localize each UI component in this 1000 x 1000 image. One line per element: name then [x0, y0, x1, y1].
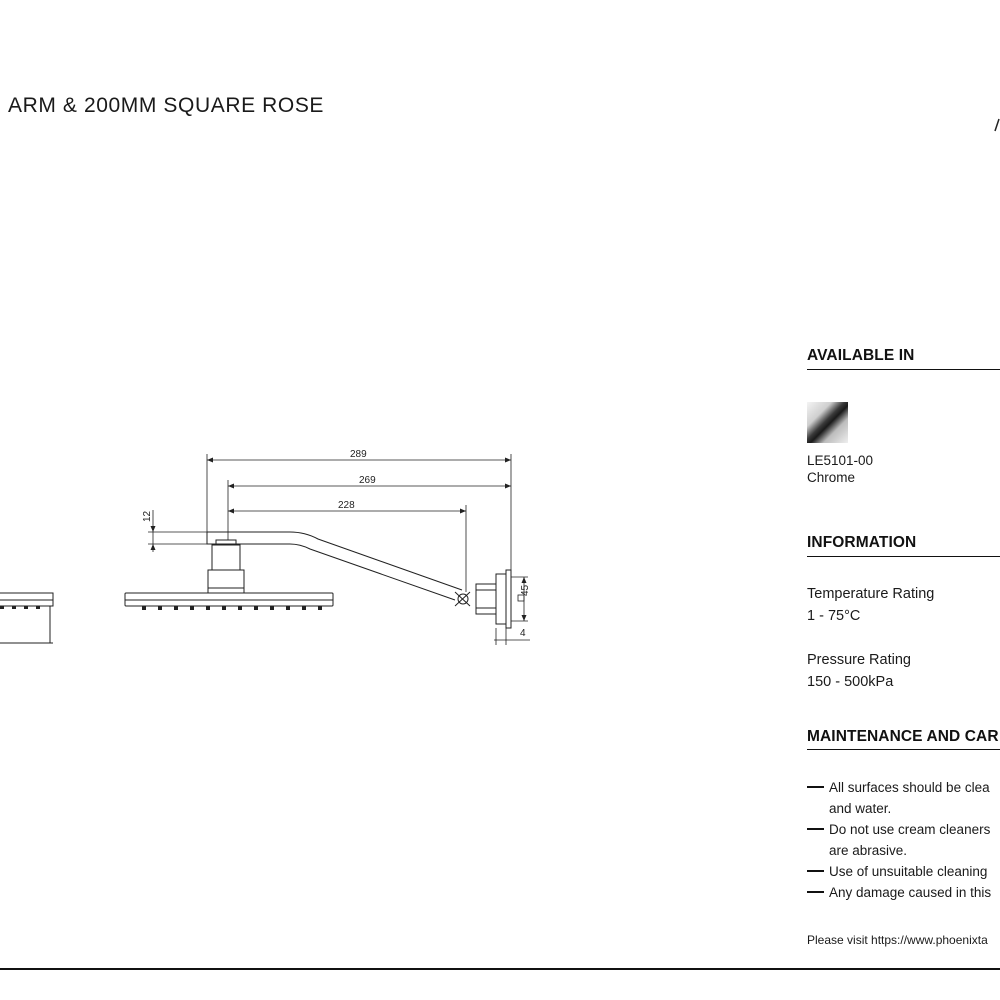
- maintenance-item-continuation: are abrasive.: [829, 843, 908, 858]
- information-heading: INFORMATION: [807, 534, 917, 551]
- dim-269: 269: [359, 475, 376, 486]
- dash-icon: [807, 870, 824, 873]
- maintenance-item: Any damage caused in this: [807, 885, 991, 900]
- dimension-lines: [148, 454, 530, 645]
- finish-code: LE5101-00: [807, 453, 874, 468]
- visit-website-text: Please visit https://www.phoenixta: [807, 933, 988, 947]
- page-title: ARM & 200MM SQUARE ROSE: [8, 94, 325, 117]
- chrome-swatch: [807, 402, 848, 443]
- finish-name: Chrome: [807, 470, 856, 485]
- temperature-value: 1 - 75°C: [807, 608, 861, 624]
- shower-arm: [206, 531, 512, 629]
- technical-drawing: 289 269 228 12 45 4: [0, 449, 531, 645]
- dim-289: 289: [350, 449, 367, 460]
- maintenance-rule: [807, 749, 1000, 750]
- rose-front-view: [124, 592, 334, 610]
- available-in-rule: [807, 369, 1000, 370]
- footer-rule: [0, 968, 1000, 970]
- maintenance-item-text: All surfaces should be clea: [829, 780, 990, 795]
- temperature-label: Temperature Rating: [807, 586, 935, 602]
- rose-side-view-partial: [0, 592, 54, 644]
- pressure-label: Pressure Rating: [807, 652, 911, 668]
- dimension-arrows: [150, 457, 527, 621]
- maintenance-item-text: Do not use cream cleaners: [829, 822, 991, 837]
- dash-icon: [807, 891, 824, 894]
- logo-mark-partial: [994, 118, 1000, 132]
- maintenance-item-text: Any damage caused in this: [829, 885, 992, 900]
- maintenance-item: Do not use cream cleaners: [807, 822, 990, 837]
- square-symbol: [517, 594, 525, 602]
- dim-4: 4: [520, 628, 526, 639]
- information-rule: [807, 556, 1000, 557]
- dim-45: 45: [520, 584, 531, 596]
- dim-228: 228: [338, 500, 355, 511]
- dash-icon: [807, 786, 824, 789]
- maintenance-item-text: Use of unsuitable cleaning: [829, 864, 988, 879]
- available-in-heading: AVAILABLE IN: [807, 347, 915, 364]
- maintenance-item: All surfaces should be clea: [807, 780, 990, 795]
- maintenance-item-continuation: and water.: [829, 801, 892, 816]
- dash-icon: [807, 828, 824, 831]
- dim-12: 12: [142, 510, 153, 522]
- pressure-value: 150 - 500kPa: [807, 674, 894, 690]
- maintenance-heading: MAINTENANCE AND CAR: [807, 728, 999, 745]
- swivel-joint: [207, 539, 245, 594]
- maintenance-item: Use of unsuitable cleaning: [807, 864, 987, 879]
